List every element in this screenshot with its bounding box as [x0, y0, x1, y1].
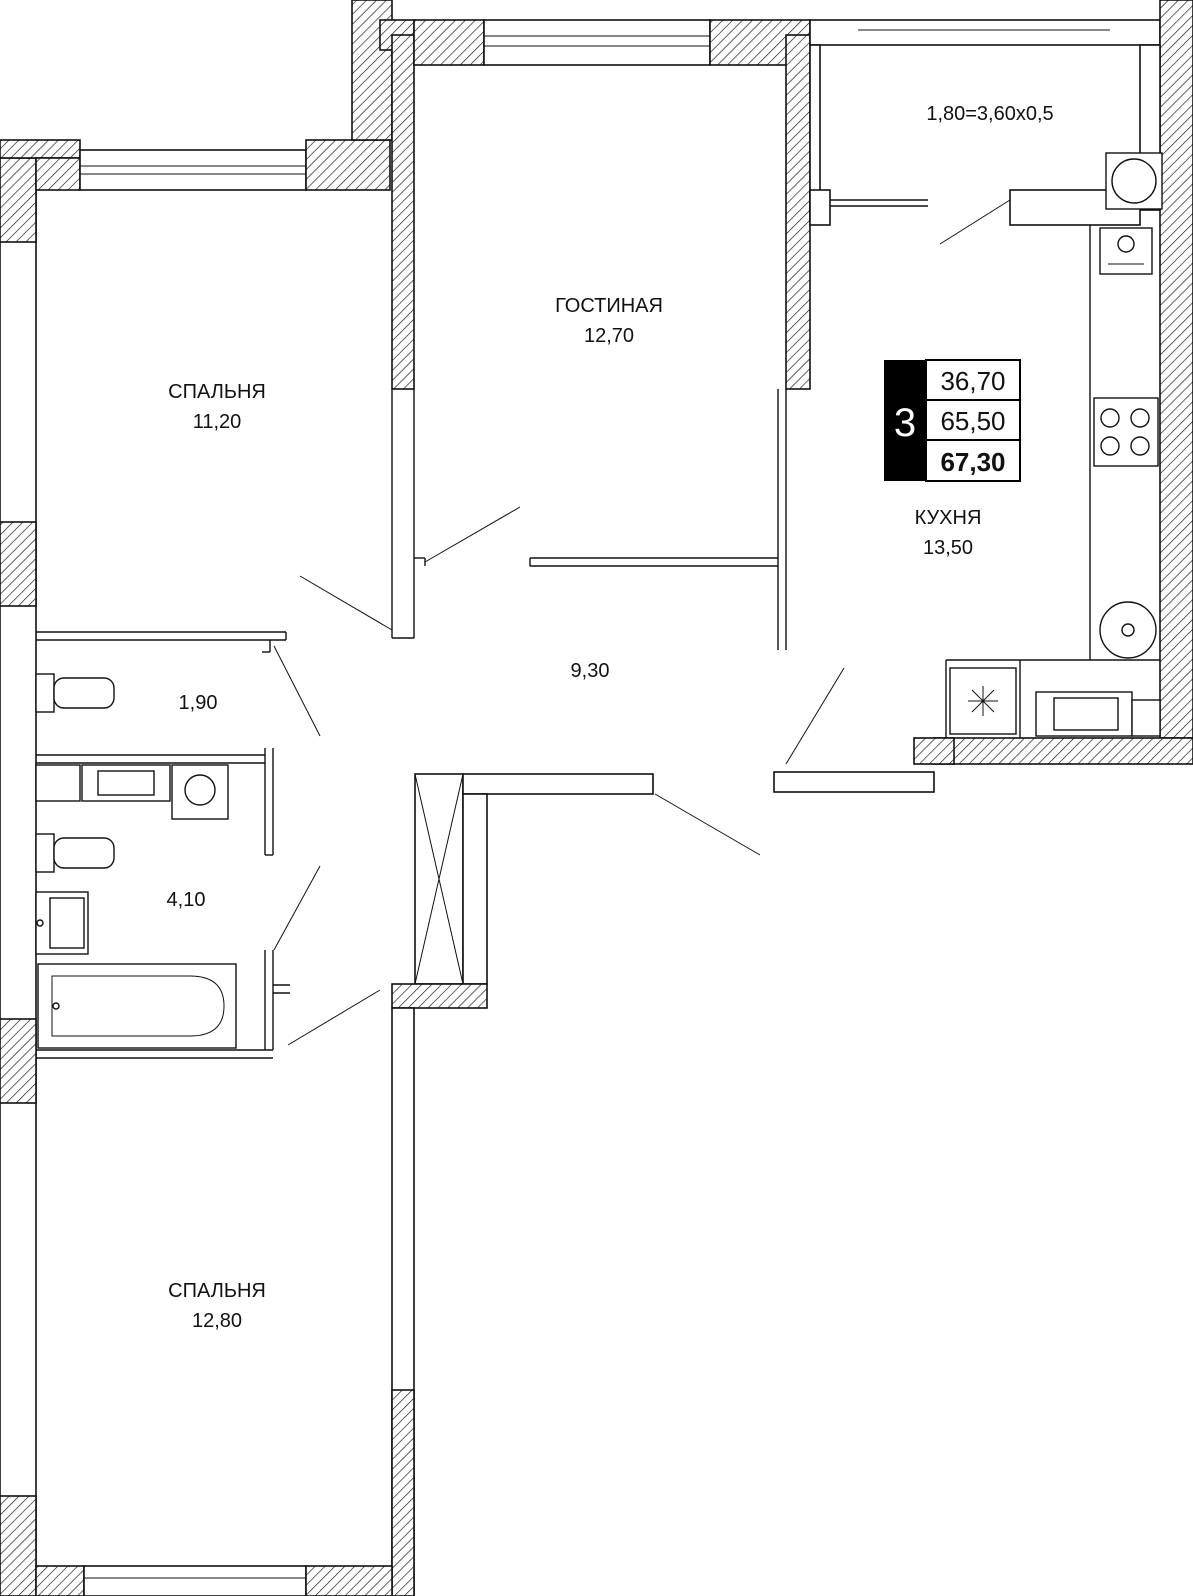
toilet-icon [35, 673, 115, 713]
hall-area: 9,30 [571, 660, 610, 682]
badge-living-area: 36,70 [940, 366, 1005, 396]
bedroom-2-area: 12,80 [192, 1310, 242, 1332]
bedroom-1-area: 11,20 [193, 411, 242, 433]
kitchen-name: КУХНЯ [915, 507, 982, 529]
badge-rooms-block [884, 360, 926, 481]
partitions [36, 189, 1160, 1059]
sink-icon [1099, 601, 1157, 659]
wall-left-top [0, 157, 37, 243]
living-room-area: 12,70 [584, 325, 634, 347]
door-swings [273, 199, 1011, 1046]
badge-total-area: 65,50 [940, 406, 1005, 436]
wall-left-mid [0, 521, 37, 607]
appliance-icon [1099, 227, 1153, 275]
toilet-icon [35, 833, 115, 873]
stove-icon [1093, 397, 1159, 467]
fixtures [35, 152, 1163, 1049]
wall-left-low [0, 1018, 37, 1104]
bedroom-2-name: СПАЛЬНЯ [168, 1280, 266, 1302]
bedroom-1-name: СПАЛЬНЯ [168, 381, 266, 403]
boiler-icon [1105, 152, 1163, 210]
wc-area: 1,90 [179, 692, 218, 714]
wall-left-bottom [0, 1495, 37, 1596]
badge-room-count: 3 [894, 401, 916, 445]
balcony-label: 1,80=3,60x0,5 [926, 103, 1053, 125]
area-badge: 3 36,70 65,50 67,30 [884, 359, 1021, 482]
basin-icon [35, 891, 89, 955]
living-room-name: ГОСТИНАЯ [555, 295, 663, 317]
kitchen-area: 13,50 [923, 537, 973, 559]
badge-total-with-balcony: 67,30 [940, 447, 1005, 477]
room-labels: СПАЛЬНЯ 11,20 ГОСТИНАЯ 12,70 1,80=3,60x0… [167, 103, 1054, 1332]
bathroom-area: 4,10 [167, 889, 206, 911]
snowflake-icon [949, 667, 1017, 735]
washing-machine-icon [35, 764, 229, 820]
bathtub-icon [37, 963, 237, 1049]
oven-icon [1035, 691, 1161, 737]
